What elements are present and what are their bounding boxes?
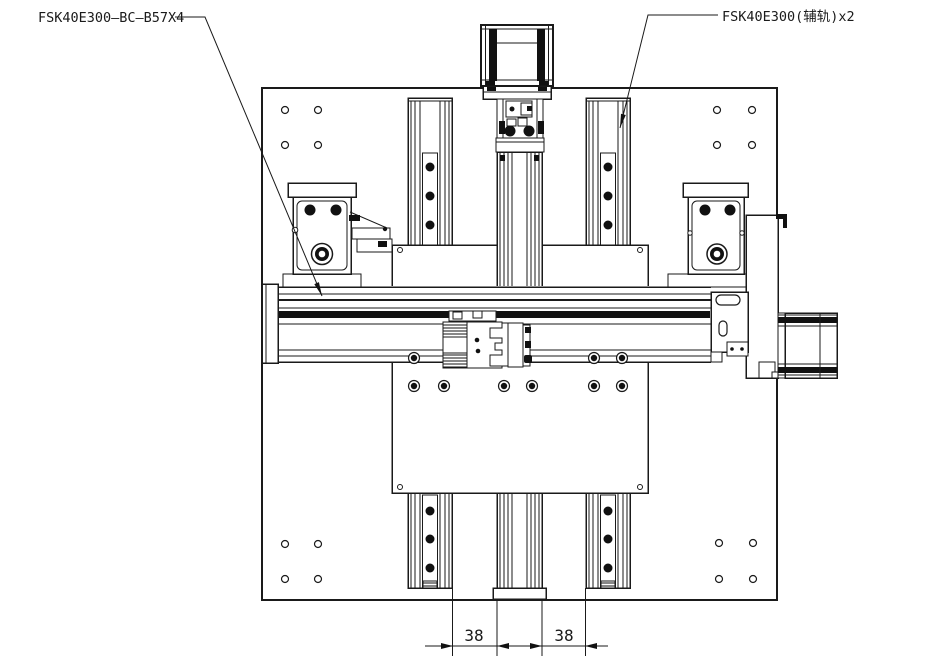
riser [282, 273, 362, 288]
stage-end-block [710, 291, 749, 363]
dim-arrow [497, 643, 509, 649]
sensor-bracket [349, 211, 393, 253]
stage-carriage [442, 310, 532, 369]
bolt-row-upper [407, 351, 629, 365]
mounting-holes [280, 105, 758, 584]
stage-end-cap [261, 283, 279, 364]
coupling-tower [495, 98, 545, 153]
carriage-e-profile [489, 322, 509, 367]
hook-tab [776, 214, 787, 228]
leader-left: FSK40E300—BC—B57X4 [38, 10, 323, 297]
part-label-left: FSK40E300—BC—B57X4 [38, 10, 184, 26]
z-rail-lower [492, 492, 547, 600]
bolt-row-lower [407, 379, 629, 393]
leader-right: FSK40E300(辅轨)x2 [619, 9, 855, 129]
bearing [310, 242, 334, 266]
bearing [706, 243, 728, 265]
z-axis-motor [480, 24, 554, 153]
rail-foot [492, 587, 547, 600]
y-rail-left-upper [407, 97, 453, 246]
dimension-value-right: 38 [554, 626, 573, 645]
dim-arrow [441, 643, 453, 649]
y-rail-left-lower [407, 492, 453, 589]
bearing-block-right [667, 182, 749, 288]
bearing-block-left [282, 182, 393, 288]
x-axis-motor [777, 312, 838, 379]
plate-bolts [407, 351, 629, 393]
dim-arrow [585, 643, 597, 649]
dimension-value-left: 38 [464, 626, 483, 645]
y-rail-right-upper [585, 97, 631, 246]
dim-arrow [530, 643, 542, 649]
mount-foot [758, 361, 776, 379]
motor-mount-plate [745, 214, 787, 379]
part-label-right: FSK40E300(辅轨)x2 [722, 9, 855, 25]
leader-arrowhead [620, 113, 626, 128]
riser [667, 273, 749, 288]
z-rail-upper [496, 151, 543, 288]
dimension-annotations: 38 38 [425, 588, 608, 656]
y-rail-right-lower [585, 492, 631, 589]
leader-arrowhead [314, 282, 322, 296]
